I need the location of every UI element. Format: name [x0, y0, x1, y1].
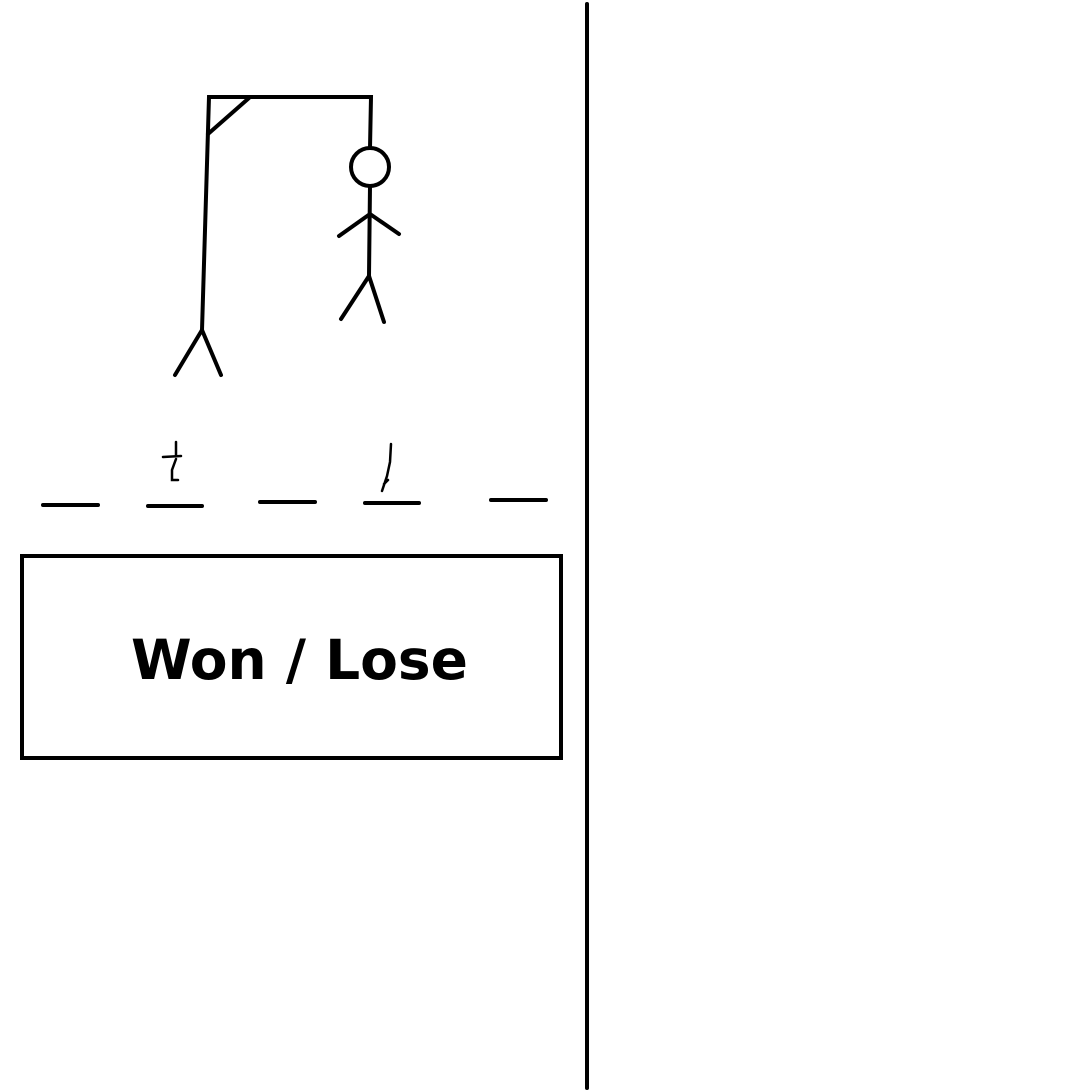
gallows-left-foot [173, 328, 204, 377]
gallows-right-foot [200, 328, 223, 377]
gallows-brace [206, 96, 251, 136]
word-blanks [41, 498, 548, 508]
gallows [173, 95, 374, 377]
gallows-frame [200, 95, 374, 332]
hangman-body [367, 184, 372, 278]
letter-mark [161, 440, 183, 482]
hangman-head [349, 146, 391, 188]
letter-mark [380, 442, 393, 493]
hangman-right-arm [368, 212, 401, 236]
hangman-right-leg [367, 274, 386, 324]
result-label: Won / Lose [131, 628, 468, 692]
result-box: Won / Lose [20, 554, 563, 760]
hangman-figure [337, 146, 401, 324]
guessed-letters [161, 440, 393, 493]
hangman-left-arm [337, 212, 372, 238]
right-panel [590, 0, 1090, 1090]
hangman-left-leg [339, 274, 371, 321]
